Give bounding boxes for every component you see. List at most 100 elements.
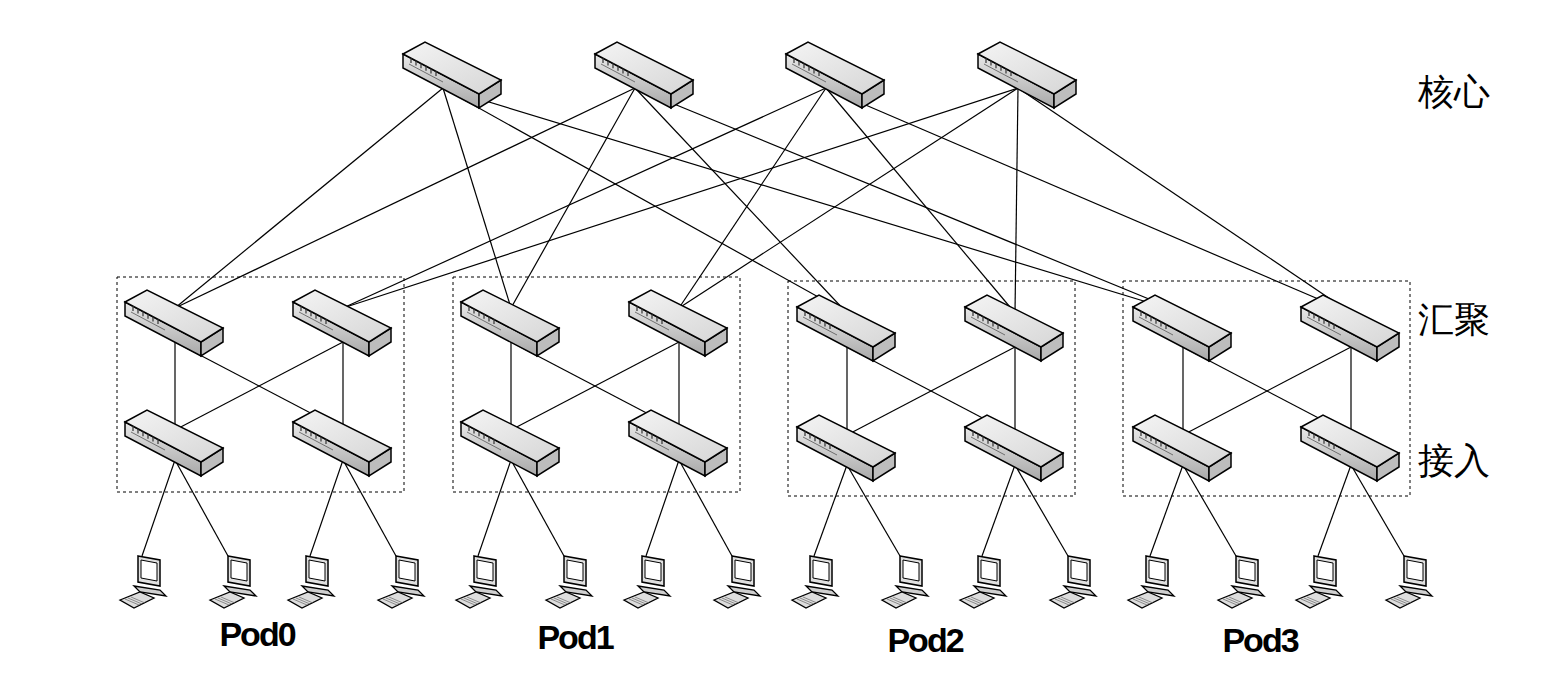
monitor — [900, 556, 922, 586]
host-link — [1150, 465, 1183, 556]
keys — [635, 597, 649, 603]
switch-port — [157, 439, 158, 444]
screen — [1149, 560, 1165, 581]
switch-icon — [629, 410, 727, 476]
switch-port — [646, 431, 647, 436]
switch-port — [641, 429, 642, 434]
switch-face — [629, 410, 727, 462]
keys — [1397, 597, 1411, 603]
switch-port — [601, 64, 635, 82]
host-link — [646, 460, 679, 556]
core-link — [1018, 88, 1351, 313]
host-computer — [714, 556, 760, 608]
switch-port — [1160, 321, 1161, 326]
keyboard — [1386, 592, 1420, 608]
switch-port — [131, 432, 165, 450]
switch-port — [971, 437, 1005, 455]
switch-icon — [1301, 295, 1399, 361]
screen — [645, 560, 661, 581]
switch-port — [1000, 66, 1001, 71]
switch-port — [1333, 444, 1334, 449]
pod-boundary — [117, 277, 404, 492]
host-computer — [1386, 556, 1432, 608]
switch-port — [987, 439, 988, 444]
switch-port — [1140, 311, 1141, 316]
host-computer — [288, 556, 334, 608]
switch-port — [157, 319, 158, 324]
switch-port — [612, 63, 613, 68]
core-link — [679, 88, 826, 308]
keys — [893, 597, 907, 603]
switch-port — [137, 309, 138, 314]
switch-port — [315, 314, 316, 319]
keys — [557, 597, 571, 603]
switch-port — [972, 311, 973, 316]
switch-face — [797, 295, 895, 347]
switch-port — [824, 441, 825, 446]
keyboard — [1296, 592, 1330, 608]
host-computer — [1218, 556, 1264, 608]
switch-face — [1133, 415, 1231, 467]
switch-port — [320, 316, 321, 321]
host-computer — [120, 556, 166, 608]
switch-port — [483, 434, 484, 439]
monitor — [1146, 556, 1168, 586]
switch-port — [829, 444, 830, 449]
keyboard — [1128, 592, 1162, 608]
switch-port — [131, 312, 165, 330]
switch-port — [651, 314, 652, 319]
switch-port — [132, 426, 133, 431]
monitor — [1404, 556, 1426, 586]
switch-port — [627, 71, 628, 76]
keys — [467, 597, 481, 603]
switch-port — [468, 306, 469, 311]
switch-icon — [595, 42, 693, 108]
switch-port — [992, 441, 993, 446]
switch-port — [299, 312, 333, 330]
switch-port — [1328, 441, 1329, 446]
host-link — [1318, 465, 1351, 556]
monitor — [306, 556, 328, 586]
switch-icon — [293, 290, 391, 356]
switch-port — [488, 316, 489, 321]
keyboard — [960, 592, 994, 608]
switch-port — [985, 58, 986, 63]
switch-port — [467, 312, 501, 330]
switch-port — [488, 436, 489, 441]
switch-port — [804, 431, 805, 436]
switch-port — [1308, 311, 1309, 316]
screen — [1317, 560, 1333, 581]
switch-port — [646, 311, 647, 316]
switch-face — [797, 415, 895, 467]
switch-port — [798, 61, 799, 66]
switch-port — [1140, 431, 1141, 436]
switch-port — [987, 319, 988, 324]
switch-icon — [629, 290, 727, 356]
pod-link — [342, 342, 343, 430]
switch-icon — [1133, 415, 1231, 481]
core-link — [635, 88, 1183, 313]
switch-icon — [978, 42, 1076, 108]
keyboard — [378, 592, 412, 608]
host-computer — [1128, 556, 1174, 608]
switch-port — [483, 314, 484, 319]
switch-port — [651, 434, 652, 439]
switch-face — [125, 290, 223, 342]
keys — [131, 597, 145, 603]
core-link — [343, 88, 1018, 308]
screen — [1407, 560, 1423, 581]
switch-icon — [125, 410, 223, 476]
pod-label: Pod0 — [219, 617, 294, 651]
switch-port — [792, 64, 826, 82]
switch-icon — [293, 410, 391, 476]
pod-label: Pod1 — [537, 620, 612, 654]
switch-face — [1301, 415, 1399, 467]
switch-port — [299, 432, 333, 450]
level-label: 核心 — [1418, 74, 1490, 110]
switch-port — [137, 429, 138, 434]
host-computer — [1050, 556, 1096, 608]
host-link — [982, 465, 1015, 556]
switch-face — [595, 42, 693, 94]
host-link — [310, 460, 343, 556]
pod-link — [174, 342, 175, 430]
